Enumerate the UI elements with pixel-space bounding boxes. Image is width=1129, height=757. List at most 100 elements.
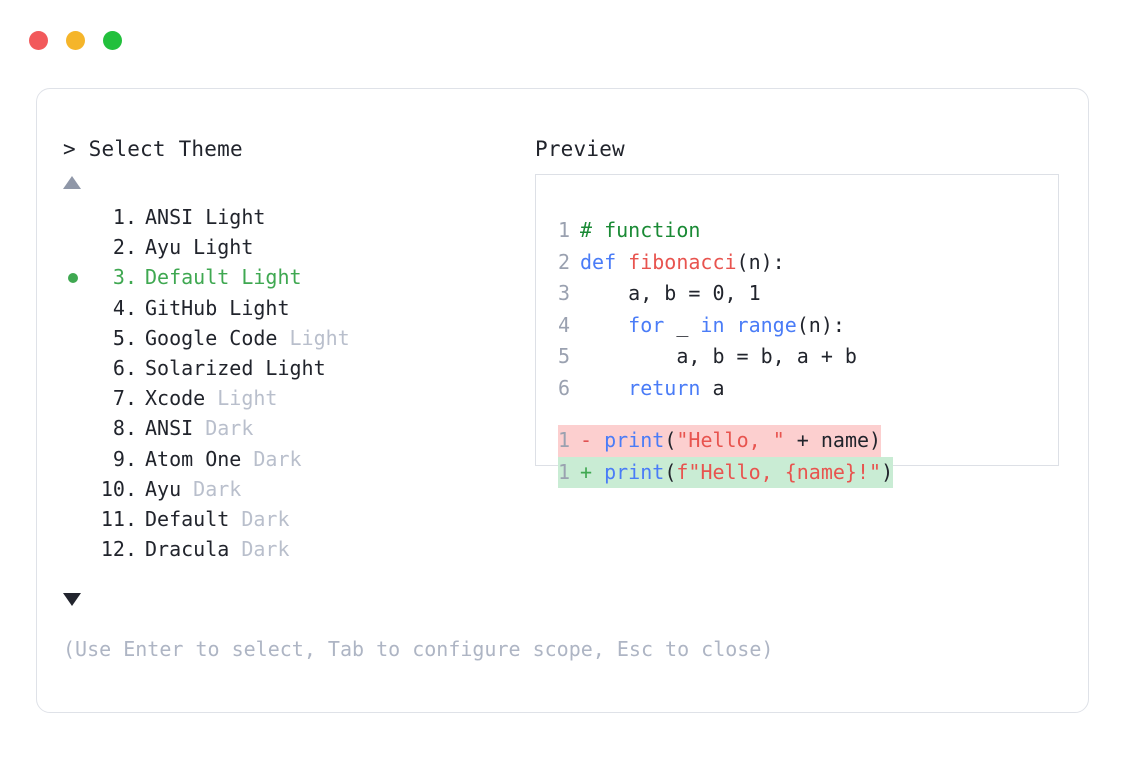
code-token: # function: [580, 218, 701, 242]
theme-item-variant: Dark: [241, 537, 290, 562]
theme-picker-card: > Select Theme Preview 1. ANSI Light 2. Ayu…: [36, 88, 1089, 713]
theme-item-variant: Light: [193, 235, 254, 260]
theme-item-name: Ayu: [145, 476, 182, 501]
code-token: fibonacci: [628, 249, 737, 274]
code-token: (n):: [796, 312, 845, 337]
theme-item-variant: Dark: [205, 416, 254, 441]
code-token: return: [628, 375, 701, 400]
theme-list-item[interactable]: 7. Xcode Light: [63, 383, 503, 413]
theme-item-index: 5.: [112, 325, 137, 350]
theme-item-label: Google Code Light: [145, 323, 350, 353]
minimize-window-button[interactable]: [66, 31, 85, 50]
theme-item-index: 12.: [100, 537, 137, 562]
code-token: (: [664, 428, 677, 452]
diff-line-number: 1: [558, 459, 571, 484]
code-line: 2 def fibonacci(n):: [558, 247, 1048, 279]
code-line: 1 # function: [558, 215, 1048, 247]
theme-item-label: Dracula Dark: [145, 534, 290, 564]
theme-item-variant: Light: [289, 325, 350, 350]
code-line: 4 for _ in range(n):: [558, 310, 1048, 342]
theme-item-variant: Light: [229, 295, 290, 320]
code-line: 6 return a: [558, 373, 1048, 405]
select-theme-heading: > Select Theme: [63, 137, 243, 161]
code-token: [580, 313, 628, 337]
code-token: f"Hello, {name}!": [676, 459, 882, 484]
selected-bullet-icon: [68, 273, 78, 284]
theme-item-index: 6.: [112, 355, 137, 380]
code-token: print: [604, 459, 665, 484]
code-token: + name): [784, 428, 882, 452]
theme-item-name: Default: [145, 265, 230, 290]
scroll-down-icon[interactable]: [63, 593, 81, 606]
theme-item-label: ANSI Light: [145, 202, 265, 232]
theme-item-label: Atom One Dark: [145, 444, 302, 474]
code-token: ): [881, 459, 894, 484]
theme-item-index: 2.: [112, 235, 137, 260]
theme-item-name: Default: [145, 506, 230, 531]
theme-list-item[interactable]: 11. Default Dark: [63, 504, 503, 534]
code-line: 5 a, b = b, a + b: [558, 341, 1048, 373]
theme-item-index: 7.: [112, 386, 137, 411]
code-token: (n):: [736, 249, 785, 274]
code-token: def: [580, 249, 629, 274]
diff-marker: -: [580, 428, 593, 452]
code-token: (: [664, 459, 677, 484]
code-token: _: [664, 312, 701, 337]
diff-marker: +: [580, 459, 593, 484]
theme-item-index: 4.: [112, 295, 137, 320]
diff-line-add: 1 + print(f"Hello, {name}!"): [558, 456, 894, 488]
theme-item-variant: Light: [205, 205, 266, 229]
theme-item-label: Default Dark: [145, 504, 290, 534]
theme-list-item[interactable]: 10. Ayu Dark: [63, 474, 503, 504]
theme-item-name: Solarized: [145, 355, 254, 380]
theme-list-item[interactable]: 12. Dracula Dark: [63, 534, 503, 564]
theme-list-item[interactable]: 2. Ayu Light: [63, 232, 503, 262]
diff-line-number: 1: [558, 428, 571, 452]
theme-list-item[interactable]: 6. Solarized Light: [63, 353, 503, 383]
code-token: a, b = b, a + b: [580, 344, 857, 368]
theme-list-item[interactable]: 9.Atom One Dark: [63, 444, 503, 474]
code-token: print: [604, 428, 665, 452]
theme-item-name: Xcode: [145, 386, 206, 411]
theme-item-label: ANSI Dark: [145, 413, 253, 443]
theme-item-index: 10.: [100, 476, 137, 501]
maximize-window-button[interactable]: [103, 31, 122, 50]
code-line-number: 2: [558, 249, 571, 274]
theme-list-item[interactable]: 1. ANSI Light: [63, 202, 503, 232]
close-window-button[interactable]: [29, 31, 48, 50]
theme-item-variant: Dark: [241, 506, 290, 531]
theme-list-item[interactable]: 5. Google Code Light: [63, 323, 503, 353]
preview-heading: Preview: [535, 137, 625, 161]
theme-item-index: 3.: [112, 265, 137, 290]
keyboard-hint: (Use Enter to select, Tab to configure s…: [63, 637, 774, 661]
theme-item-name: Dracula: [145, 537, 230, 562]
code-line-number: 3: [558, 281, 571, 305]
theme-item-variant: Light: [217, 386, 278, 411]
code-token: for: [628, 312, 665, 337]
theme-list-item[interactable]: 3. Default Light: [63, 262, 503, 292]
theme-item-name: Ayu: [145, 235, 182, 260]
theme-list-item[interactable]: 8. ANSI Dark: [63, 413, 503, 443]
theme-item-name: Atom One: [145, 446, 242, 471]
theme-item-name: ANSI: [145, 416, 194, 441]
theme-item-variant: Dark: [253, 446, 302, 471]
theme-item-variant: Light: [265, 355, 326, 380]
code-token: "Hello, ": [676, 428, 785, 452]
theme-item-index: 11.: [100, 506, 137, 531]
code-line-number: 4: [558, 312, 571, 337]
code-spacer: [558, 404, 1048, 425]
theme-item-index: 1.: [112, 205, 137, 229]
theme-item-variant: Light: [241, 265, 302, 290]
theme-item-name: ANSI: [145, 205, 194, 229]
code-token: a, b = 0, 1: [580, 281, 761, 305]
code-line-number: 1: [558, 218, 571, 242]
scroll-up-icon[interactable]: [63, 176, 81, 189]
theme-item-name: GitHub: [145, 295, 218, 320]
theme-list-item[interactable]: 4. GitHub Light: [63, 293, 503, 323]
theme-item-index: 8.: [112, 416, 137, 441]
code-token: [580, 376, 628, 400]
theme-item-variant: Dark: [193, 476, 242, 501]
theme-item-label: Ayu Light: [145, 232, 253, 262]
